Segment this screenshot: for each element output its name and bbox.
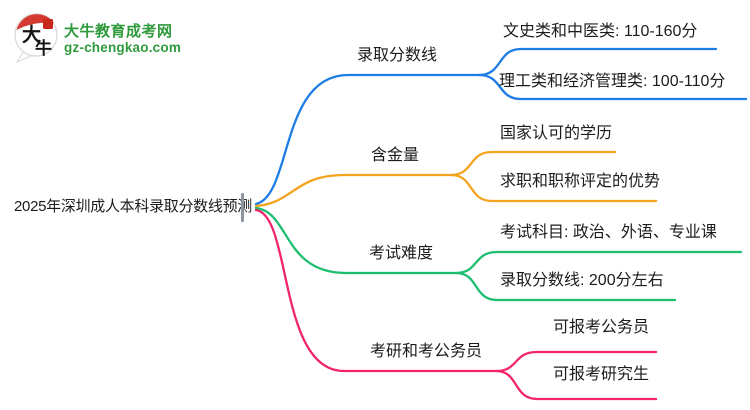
branch-difficulty-child2-line — [454, 271, 677, 302]
root-topic-label: 2025年深圳成人本科录取分数线预测 — [14, 198, 252, 215]
branch-difficulty-label: 考试难度 — [369, 245, 434, 262]
value-child-career-label: 求职和职称评定的优势 — [500, 173, 661, 190]
branch-value-label: 含金量 — [371, 147, 420, 164]
branch-value-child2-line — [449, 173, 658, 203]
admission-child-arts-label: 文史类和中医类: 110-160分 — [503, 23, 698, 40]
branch-postgrad-label: 考研和考公务员 — [370, 343, 483, 360]
branch-postgrad-child1-line — [494, 350, 658, 373]
site-url-text: gz-chengkao.com — [64, 40, 182, 55]
value-child-recognized-label: 国家认可的学历 — [500, 125, 613, 142]
logo-red-arc — [16, 14, 54, 30]
difficulty-child-subjects-label: 考试科目: 政治、外语、专业课 — [500, 224, 717, 241]
site-logo: 大 牛 大牛教育成考网 gz-chengkao.com — [12, 10, 242, 64]
branch-value-trunk-line — [254, 173, 453, 208]
postgrad-child-civilservice-label: 可报考公务员 — [553, 319, 650, 336]
branch-postgrad-trunk-line — [254, 208, 498, 373]
postgrad-child-gradschool-label: 可报考研究生 — [553, 366, 650, 383]
logo-char-niu: 牛 — [35, 38, 52, 59]
branch-difficulty-child1-line — [454, 250, 743, 275]
logo-char-da: 大 — [22, 23, 41, 46]
branch-value-child1-line — [449, 150, 617, 177]
site-name-text: 大牛教育成考网 — [64, 23, 173, 40]
branch-admission-child1-line — [477, 47, 718, 77]
site-logo-icon: 大 牛 — [14, 13, 58, 64]
branch-admission-trunk-line — [254, 73, 481, 206]
root-connector-bar — [241, 193, 244, 222]
branch-postgrad-child2-line — [494, 369, 658, 401]
logo-seal-icon — [43, 19, 53, 29]
branch-difficulty-trunk-line — [254, 206, 458, 275]
admission-child-science-label: 理工类和经济管理类: 100-110分 — [499, 73, 726, 90]
branch-admission-label: 录取分数线 — [357, 47, 438, 64]
branch-admission-child2-line — [477, 73, 748, 101]
difficulty-child-scoreline-label: 录取分数线: 200分左右 — [500, 272, 664, 289]
